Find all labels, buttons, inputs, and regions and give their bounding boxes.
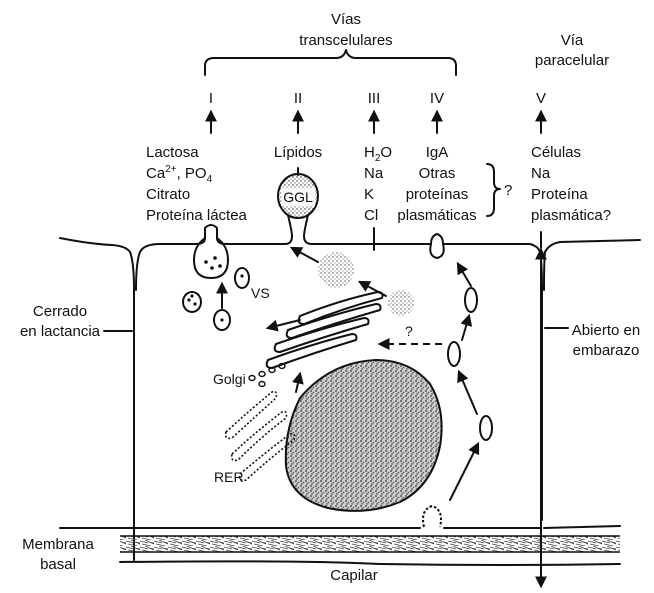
closed-label-line1: Cerrado bbox=[33, 303, 87, 320]
lipid-droplet bbox=[388, 290, 414, 316]
transcytosis-arrow bbox=[450, 444, 478, 500]
pathway-iii-k: K bbox=[364, 186, 374, 203]
secretory-vesicle bbox=[235, 268, 249, 288]
basement-membrane-texture bbox=[120, 536, 620, 552]
pathway-v-plasmatic: plasmática? bbox=[531, 207, 611, 224]
pathway-iv-brace bbox=[487, 164, 500, 216]
pathway-v-na: Na bbox=[531, 165, 551, 182]
capillary-wall bbox=[120, 561, 620, 565]
pathway-v-protein: Proteína bbox=[531, 186, 588, 203]
vs-label: VS bbox=[251, 285, 270, 301]
right-junction bbox=[544, 252, 545, 290]
paracellular-title-line2: paracelular bbox=[535, 52, 609, 69]
pathway-i-milk-protein: Proteína láctea bbox=[146, 207, 248, 224]
basal-cell-membrane bbox=[60, 526, 620, 528]
closed-label-line2: en lactancia bbox=[20, 323, 101, 340]
pathway-i-citrate: Citrato bbox=[146, 186, 190, 203]
rough-endoplasmic-reticulum bbox=[226, 392, 295, 481]
capillary-label: Capilar bbox=[330, 567, 378, 584]
pathway-ii-lipids: Lípidos bbox=[274, 144, 322, 161]
pathway-iv-plasmatic: plasmáticas bbox=[397, 207, 476, 224]
basal-membrane-label-line2: basal bbox=[40, 556, 76, 573]
pathway-iv-question: ? bbox=[504, 182, 512, 199]
transcytosis-vesicles bbox=[448, 288, 492, 440]
lipid-droplet bbox=[318, 252, 354, 288]
pathway-iv-exocytic-bud bbox=[430, 244, 444, 258]
pathway-numeral-i: I bbox=[209, 90, 213, 107]
pathway-iv-proteins: proteínas bbox=[406, 186, 469, 203]
left-cell-boundary bbox=[130, 252, 134, 560]
pathway-numeral-ii: II bbox=[294, 90, 302, 107]
pathway-i-lactose: Lactosa bbox=[146, 144, 199, 161]
pathway-iii-na: Na bbox=[364, 165, 384, 182]
transcytosis-arrow bbox=[458, 264, 471, 286]
pathway-numeral-iv: IV bbox=[430, 90, 444, 107]
open-label-line1: Abierto en bbox=[572, 322, 640, 339]
pathway-iv-other: Otras bbox=[419, 165, 456, 182]
nucleus bbox=[286, 360, 442, 511]
rer-to-golgi-arrow bbox=[296, 374, 300, 392]
dashed-arrow-question: ? bbox=[405, 323, 413, 339]
endocytic-pit bbox=[423, 506, 441, 527]
transcytosis-arrow bbox=[459, 372, 477, 414]
fusing-vesicle bbox=[194, 238, 228, 278]
pathway-v-cells: Células bbox=[531, 144, 581, 161]
pathway-iii-water: H2O bbox=[364, 144, 392, 164]
open-label-line2: embarazo bbox=[573, 342, 640, 359]
apical-membrane bbox=[60, 225, 640, 252]
transcellular-title-line1: Vías bbox=[331, 11, 361, 28]
pathway-i-calcium-phosphate: Ca2+, PO4 bbox=[146, 164, 213, 185]
pathway-iv-iga: IgA bbox=[426, 144, 449, 161]
golgi-label: Golgi bbox=[213, 371, 246, 387]
paracellular-title-line1: Vía bbox=[561, 32, 584, 49]
left-junction bbox=[136, 252, 140, 290]
basal-membrane-label-line1: Membrana bbox=[22, 536, 94, 553]
transcellular-brace bbox=[205, 50, 456, 75]
transcellular-title-line2: transcelulares bbox=[299, 32, 392, 49]
rer-label: RER bbox=[214, 469, 244, 485]
pathway-numeral-v: V bbox=[536, 90, 546, 107]
pathway-iii-cl: Cl bbox=[364, 207, 378, 224]
pathway-numeral-iii: III bbox=[368, 90, 381, 107]
ggl-label: GGL bbox=[283, 189, 313, 205]
lipid-to-ggl-arrow bbox=[292, 248, 318, 262]
